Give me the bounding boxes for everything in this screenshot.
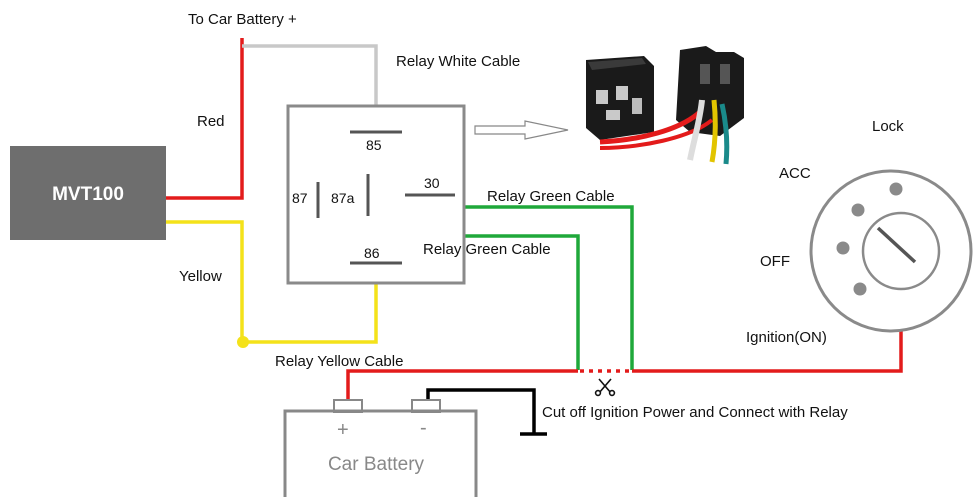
- battery-plus-label: +: [337, 419, 349, 441]
- relay-white-label: Relay White Cable: [396, 53, 520, 70]
- relay-green-label-2: Relay Green Cable: [423, 241, 551, 258]
- red-label: Red: [197, 113, 225, 130]
- red-wire-battery: [346, 369, 578, 403]
- battery-name: Car Battery: [328, 454, 425, 475]
- pin-30-label: 30: [424, 175, 440, 191]
- cut-off-label: Cut off Ignition Power and Connect with …: [542, 404, 848, 421]
- yellow-junction: [237, 336, 249, 348]
- to-battery-label: To Car Battery +: [188, 11, 297, 28]
- red-wire: [166, 38, 244, 200]
- scissors-icon: [594, 378, 616, 397]
- relay-green-label-1: Relay Green Cable: [487, 188, 615, 205]
- white-wire: [242, 44, 378, 125]
- relay-photo: [586, 46, 744, 165]
- yellow-label: Yellow: [179, 268, 222, 285]
- battery-minus-label: -: [420, 417, 427, 439]
- off-label: OFF: [760, 253, 790, 270]
- relay-yellow-label: Relay Yellow Cable: [275, 353, 403, 370]
- ignition-on-label: Ignition(ON): [746, 329, 827, 346]
- pin-85-label: 85: [366, 137, 382, 153]
- ground-wire: [426, 388, 536, 434]
- pin-87-label: 87: [292, 190, 308, 206]
- device-box: [10, 146, 166, 240]
- ignition-switch-icon: [809, 169, 973, 333]
- arrow-icon: [474, 120, 569, 140]
- lock-label: Lock: [872, 118, 904, 135]
- battery-body: [283, 409, 478, 497]
- acc-label: ACC: [779, 165, 811, 182]
- pin-87a-label: 87a: [331, 190, 355, 206]
- pin-86-label: 86: [364, 245, 380, 261]
- device-name: MVT100: [52, 184, 124, 205]
